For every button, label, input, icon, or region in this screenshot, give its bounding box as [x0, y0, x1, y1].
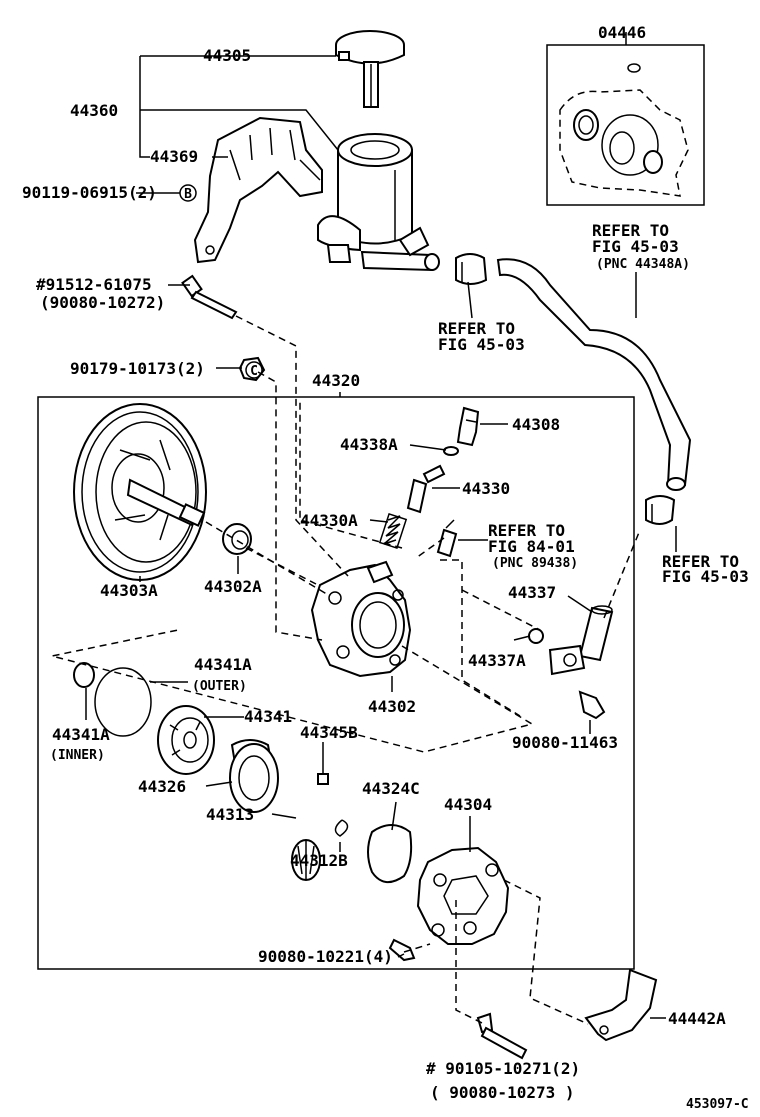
- label-44324c[interactable]: 44324C: [362, 779, 420, 798]
- label-44313[interactable]: 44313: [206, 805, 254, 824]
- pulley[interactable]: [73, 403, 207, 581]
- refer2-line1[interactable]: REFER TO: [438, 319, 515, 338]
- label-inner: (INNER): [50, 748, 105, 763]
- label-44302a[interactable]: 44302A: [204, 577, 262, 596]
- mark-b: B: [184, 187, 192, 202]
- union-fitting-44308[interactable]: [456, 406, 480, 447]
- label-44341a-inner[interactable]: 44341A: [52, 725, 110, 744]
- bolt-90105[interactable]: [476, 1012, 528, 1060]
- reservoir-tank[interactable]: [317, 133, 440, 272]
- label-44369[interactable]: 44369: [150, 147, 198, 166]
- label-44304[interactable]: 44304: [444, 795, 492, 814]
- bolt-90080-10221[interactable]: [388, 938, 416, 962]
- oil-seal[interactable]: [222, 523, 252, 555]
- label-44341[interactable]: 44341: [244, 707, 292, 726]
- label-91512-alt[interactable]: (90080-10272): [40, 293, 165, 312]
- spring-44330a[interactable]: [378, 513, 408, 549]
- label-90080-10221[interactable]: 90080-10221(4): [258, 947, 393, 966]
- label-44442a[interactable]: 44442A: [668, 1009, 726, 1028]
- label-outer: (OUTER): [192, 679, 247, 694]
- label-44303a[interactable]: 44303A: [100, 581, 158, 600]
- label-44330a[interactable]: 44330A: [300, 511, 358, 530]
- label-90105[interactable]: # 90105-10271(2): [426, 1059, 580, 1078]
- refer3-line2[interactable]: FIG 84-01: [488, 537, 575, 556]
- pin-44345b[interactable]: [317, 773, 329, 785]
- label-44326[interactable]: 44326: [138, 777, 186, 796]
- union-44337[interactable]: [548, 605, 614, 676]
- label-04446[interactable]: 04446: [598, 23, 646, 42]
- label-90105-alt[interactable]: ( 90080-10273 ): [430, 1083, 575, 1102]
- refer3-line3[interactable]: (PNC 89438): [492, 556, 578, 571]
- label-90179[interactable]: 90179-10173(2): [70, 359, 205, 378]
- label-44345b[interactable]: 44345B: [300, 723, 358, 742]
- mark-b-circle: [179, 184, 197, 202]
- gasket-kit-frame: [546, 44, 705, 206]
- return-hose[interactable]: [496, 258, 692, 491]
- diagram-id: 453097-C: [686, 1097, 749, 1112]
- pump-housing[interactable]: [310, 560, 412, 678]
- hose-clamp-lower[interactable]: [645, 495, 676, 525]
- label-44341a-outer[interactable]: 44341A: [194, 655, 252, 674]
- label-91512[interactable]: #91512-61075: [36, 275, 152, 294]
- snap-ring-44312b[interactable]: [334, 819, 349, 837]
- rear-housing-44304[interactable]: [416, 846, 510, 945]
- label-44308[interactable]: 44308: [512, 415, 560, 434]
- leader-lines: [85, 32, 677, 1019]
- gasket-44324c[interactable]: [367, 824, 413, 883]
- refer2-line2[interactable]: FIG 45-03: [438, 335, 525, 354]
- label-44337a[interactable]: 44337A: [468, 651, 526, 670]
- refer4-line1[interactable]: REFER TO: [662, 552, 739, 571]
- bolt-90080-11463[interactable]: [578, 690, 606, 720]
- label-44312b[interactable]: 44312B: [290, 851, 348, 870]
- o-ring-44338a[interactable]: [443, 446, 459, 456]
- reservoir-bracket[interactable]: [193, 116, 323, 264]
- label-44302[interactable]: 44302: [368, 697, 416, 716]
- label-44338a[interactable]: 44338A: [340, 435, 398, 454]
- refer1-line3[interactable]: (PNC 44348A): [596, 257, 690, 272]
- bracket-44442a[interactable]: [584, 968, 658, 1042]
- label-44320[interactable]: 44320: [312, 371, 360, 390]
- hose-clamp-upper[interactable]: [455, 253, 488, 285]
- bolt-91512[interactable]: [181, 274, 238, 320]
- gasket-44337a[interactable]: [528, 628, 544, 644]
- refer1-line1[interactable]: REFER TO: [592, 221, 669, 240]
- o-ring-inner[interactable]: [73, 662, 95, 688]
- pump-assembly-frame: [37, 396, 635, 970]
- label-44337[interactable]: 44337: [508, 583, 556, 602]
- gasket-kit-parts: [559, 63, 689, 197]
- mark-c-circle: [245, 361, 263, 379]
- refer4-line2[interactable]: FIG 45-03: [662, 567, 749, 586]
- assembly-lines: [51, 315, 641, 1025]
- pressure-switch[interactable]: [436, 519, 458, 558]
- refer3-line1[interactable]: REFER TO: [488, 521, 565, 540]
- o-ring-outer[interactable]: [94, 667, 152, 737]
- label-44305[interactable]: 44305: [203, 46, 251, 65]
- refer1-line2[interactable]: FIG 45-03: [592, 237, 679, 256]
- label-90080-11463[interactable]: 90080-11463: [512, 733, 618, 752]
- side-plate-44341[interactable]: [157, 705, 215, 775]
- label-90119[interactable]: 90119-06915(2): [22, 183, 157, 202]
- mark-c: C: [250, 364, 258, 379]
- rotor-44313[interactable]: [291, 839, 321, 881]
- label-44360[interactable]: 44360: [70, 101, 118, 120]
- reservoir-cap[interactable]: [335, 30, 405, 108]
- flow-valve-44330[interactable]: [406, 464, 446, 514]
- cam-ring-44326[interactable]: [229, 739, 279, 813]
- label-44330[interactable]: 44330: [462, 479, 510, 498]
